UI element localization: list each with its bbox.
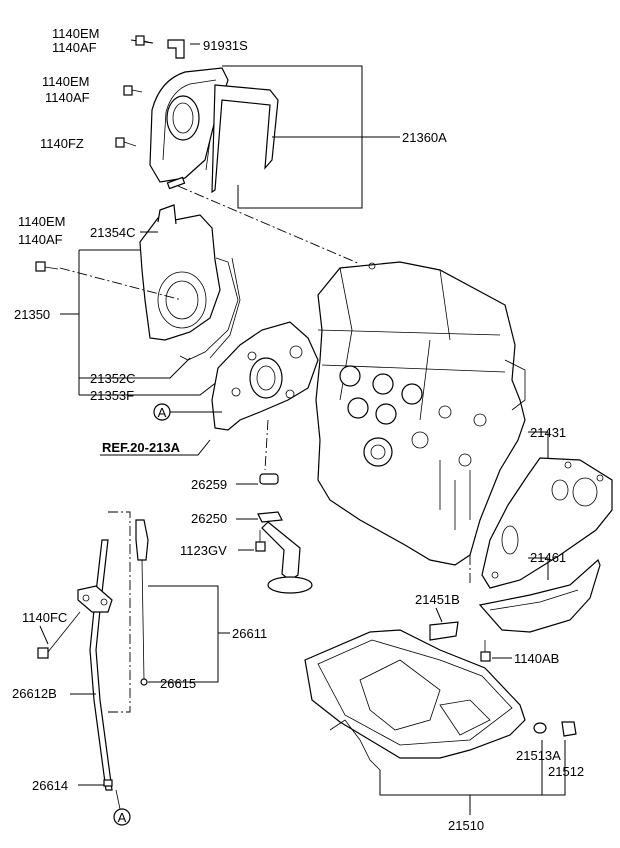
label-26250: 26250	[191, 511, 227, 526]
label-26611: 26611	[232, 626, 267, 641]
label-26259: 26259	[191, 477, 227, 492]
bolt-1140fc	[37, 611, 81, 659]
bolt-1123gv	[255, 530, 266, 552]
label-91931s: 91931S	[203, 38, 248, 53]
bolt-1140em-mid	[123, 85, 143, 96]
marker-a-bottom: A	[113, 808, 131, 826]
label-1140em-top: 1140EM	[52, 26, 99, 41]
label-26614: 26614	[32, 778, 68, 793]
drain-washer-21513a	[533, 722, 547, 734]
label-1140em-left: 1140EM	[18, 214, 65, 229]
engine-block	[315, 261, 526, 566]
oil-pump-housing	[211, 321, 319, 431]
flywheel-cover	[478, 558, 601, 633]
label-26612b: 26612B	[12, 686, 57, 701]
label-21513a: 21513A	[516, 748, 561, 763]
label-1140ab: 1140AB	[514, 651, 559, 666]
marker-a-bottom-label: A	[118, 810, 127, 825]
rear-plate	[481, 457, 613, 589]
bolt-1140ab	[480, 640, 491, 662]
drain-plug-21512	[561, 721, 577, 737]
marker-a-top-label: A	[158, 405, 167, 420]
label-21350: 21350	[14, 307, 50, 322]
label-21451b: 21451B	[415, 592, 460, 607]
label-21461: 21461	[530, 550, 566, 565]
label-21353f: 21353F	[90, 388, 134, 403]
label-21431: 21431	[530, 425, 566, 440]
oil-strainer	[257, 473, 313, 594]
label-1140fc: 1140FC	[22, 610, 67, 625]
marker-a-top: A	[153, 403, 171, 421]
label-1140af-mid: 1140AF	[45, 90, 90, 105]
label-1140af-left: 1140AF	[18, 232, 63, 247]
label-1140af-top: 1140AF	[52, 40, 97, 55]
oil-pan	[304, 629, 526, 790]
lower-timing-cover	[139, 204, 241, 361]
bracket-21451b	[429, 621, 459, 641]
label-ref-20-213a: REF.20-213A	[102, 440, 181, 455]
bolt-1140em-top	[130, 35, 154, 46]
bolt-1140fz	[115, 137, 137, 148]
dipstick	[135, 519, 149, 686]
label-21354c: 21354C	[90, 225, 136, 240]
upper-timing-cover	[149, 39, 279, 194]
label-21360a: 21360A	[402, 130, 447, 145]
label-21512: 21512	[548, 764, 584, 779]
dipstick-guide-tube	[77, 539, 113, 791]
leader-21360a-box	[222, 65, 363, 209]
label-1140fz: 1140FZ	[40, 136, 84, 151]
label-1123gv: 1123GV	[180, 543, 227, 558]
label-1140em-mid: 1140EM	[42, 74, 89, 89]
bolt-1140em-left	[35, 261, 59, 272]
label-21352c: 21352C	[90, 371, 136, 386]
label-21510: 21510	[448, 818, 484, 833]
label-26615: 26615	[160, 676, 196, 691]
